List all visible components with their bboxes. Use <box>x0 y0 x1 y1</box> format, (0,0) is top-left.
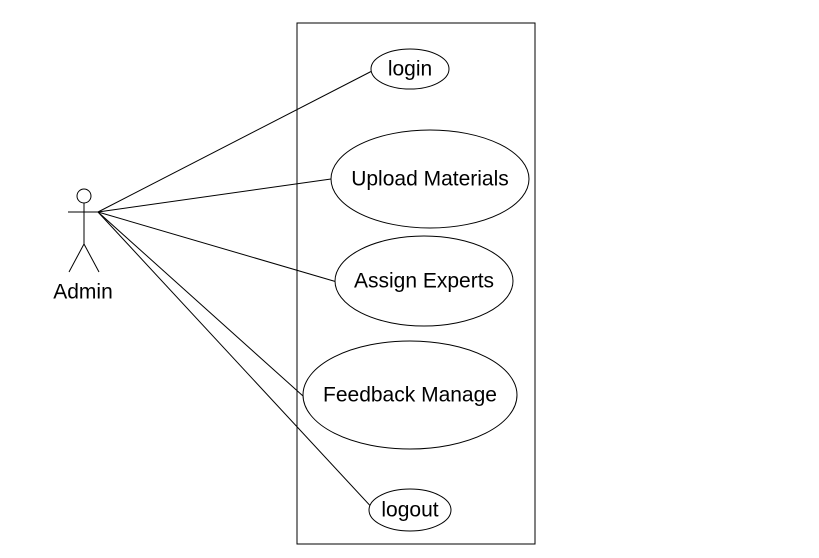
actor-left-leg <box>68 243 85 273</box>
use-case-label: Feedback Manage <box>323 384 497 407</box>
association-assign-experts <box>97 211 338 283</box>
association-logout <box>97 211 377 513</box>
use-case-feedback-manage: Feedback Manage <box>302 340 518 450</box>
use-case-label: Upload Materials <box>351 168 509 191</box>
use-case-label: Assign Experts <box>354 270 494 293</box>
actor-label: Admin <box>53 281 113 304</box>
use-case-label: logout <box>381 499 438 522</box>
use-case-login: login <box>370 48 450 90</box>
association-login <box>97 70 373 213</box>
use-case-ellipse <box>302 340 518 450</box>
use-case-ellipse <box>330 129 530 229</box>
use-case-ellipse <box>370 48 450 90</box>
use-case-logout: logout <box>368 488 452 532</box>
system-boundary <box>296 22 536 545</box>
actor-admin: Admin <box>53 188 113 304</box>
use-case-label: login <box>388 58 432 81</box>
actor-right-leg <box>83 243 100 273</box>
use-case-assign-experts: Assign Experts <box>334 235 514 327</box>
association-upload-materials <box>97 178 332 213</box>
association-feedback-manage <box>97 211 304 397</box>
actor-head <box>76 188 92 204</box>
use-case-ellipse <box>368 488 452 532</box>
use-case-upload-materials: Upload Materials <box>330 129 530 229</box>
use-case-ellipse <box>334 235 514 327</box>
